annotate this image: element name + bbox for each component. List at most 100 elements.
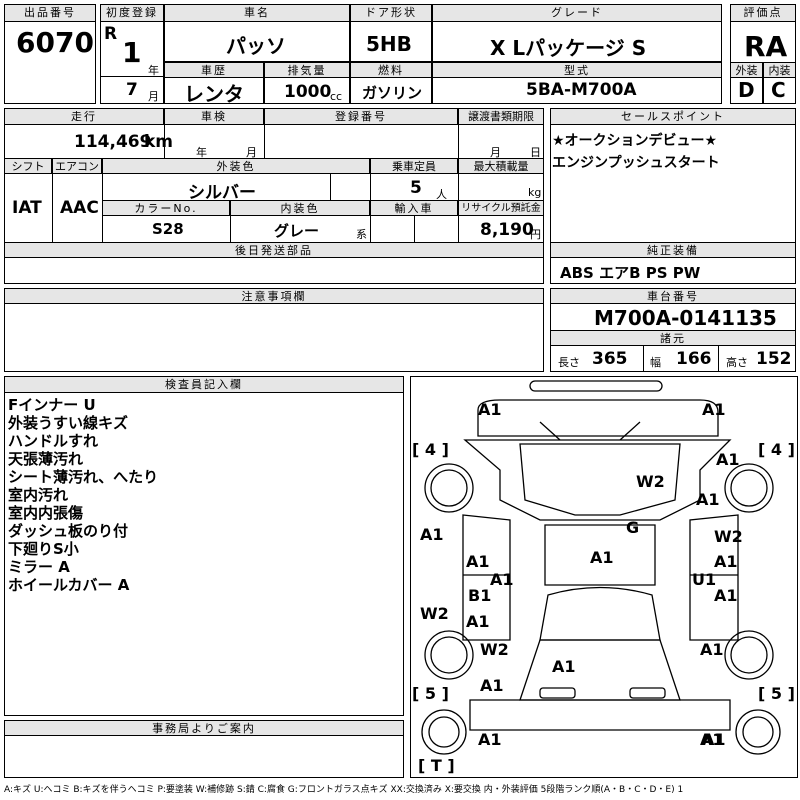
tire-fl: [ 4 ] — [412, 440, 449, 459]
legend: A:キズ U:ヘコミ B:キズを伴うヘコミ P:要塗装 W:補修跡 S:錆 C:… — [4, 785, 684, 795]
equipment-label: 純正装備 — [550, 242, 796, 258]
year-unit: 年 — [148, 64, 159, 77]
sales-point-1: ★オークションデビュー★ — [552, 133, 718, 149]
tire-rl: [ 5 ] — [412, 684, 449, 703]
load-unit: kg — [528, 186, 542, 199]
damage-mark: A1 — [716, 450, 740, 469]
damage-mark: G — [626, 518, 640, 537]
damage-mark: A1 — [478, 730, 502, 749]
damage-mark: B1 — [468, 586, 492, 605]
mileage: 114,469 — [74, 132, 152, 152]
damage-mark: U1 — [692, 570, 717, 589]
grade-label: グレード — [432, 4, 722, 22]
car-name-label: 車名 — [164, 4, 350, 22]
int-score-label: 内装 — [763, 62, 796, 78]
ext-score-label: 外装 — [730, 62, 763, 78]
damage-mark: W2 — [636, 472, 665, 491]
sales-point-label: セールスポイント — [550, 108, 796, 125]
reg-month: 7 — [126, 80, 138, 100]
chassis-label: 車台番号 — [550, 288, 796, 304]
chassis-number: M700A-0141135 — [594, 306, 777, 330]
damage-mark: W2 — [714, 527, 743, 546]
reg-year: 1 — [122, 36, 142, 69]
color-no-label: カラーNo. — [102, 200, 230, 216]
score-label: 評価点 — [730, 4, 796, 22]
ext-score: D — [738, 78, 755, 102]
displacement-label: 排気量 — [264, 62, 350, 78]
era: R — [104, 24, 118, 44]
model: 5BA-M700A — [526, 80, 637, 100]
first-reg-label: 初度登録 — [100, 4, 164, 22]
damage-mark: A1 — [700, 640, 724, 659]
damage-mark: A1 — [590, 548, 614, 567]
sales-point-2: エンジンプッシュスタート — [552, 155, 720, 171]
later-parts-label: 後日発送部品 — [4, 242, 544, 258]
grade: X Lパッケージ S — [490, 36, 647, 60]
month-unit: 月 — [148, 90, 159, 103]
tire-fr: [ 4 ] — [758, 440, 795, 459]
inspection-label: 車検 — [164, 108, 264, 125]
inspector-line: 下廻りS小 — [8, 540, 79, 558]
notes-label: 注意事項欄 — [4, 288, 544, 304]
inspector-line: ミラー A — [8, 558, 70, 576]
ac: AAC — [60, 198, 99, 218]
damage-mark: A1 — [700, 730, 724, 749]
inspector-line: ハンドルすれ — [8, 432, 99, 450]
int-color-unit: 系 — [356, 228, 367, 241]
inspector-line: シート薄汚れ、へたり — [8, 468, 159, 486]
damage-mark: A1 — [490, 570, 514, 589]
damage-mark: W2 — [480, 640, 509, 659]
inspector-line: ホイールカバー A — [8, 576, 130, 594]
door-label: ドア形状 — [350, 4, 432, 22]
damage-mark: A1 — [714, 552, 738, 571]
score: RA — [744, 30, 788, 63]
height: 152 — [756, 349, 792, 369]
width-label: 幅 — [650, 356, 661, 369]
capacity-label: 乗車定員 — [370, 158, 458, 174]
displacement-unit: cc — [330, 90, 343, 103]
damage-mark: A1 — [696, 490, 720, 509]
inspector-label: 検査員記入欄 — [4, 376, 404, 393]
history: レンタ — [184, 82, 244, 106]
damage-mark: A1 — [552, 657, 576, 676]
int-score: C — [771, 78, 786, 102]
damage-mark: A1 — [702, 400, 726, 419]
insp-year-unit: 年 — [196, 146, 207, 159]
inspector-line: 外装うすい線キズ — [8, 414, 129, 432]
load-label: 最大積載量 — [458, 158, 544, 174]
recycle-label: リサイクル預託金 — [458, 200, 544, 216]
damage-mark: A1 — [466, 612, 490, 631]
recycle-fee: 8,190 — [480, 220, 534, 240]
shift: IAT — [12, 198, 42, 218]
inspector-line: 室内汚れ — [8, 486, 69, 504]
color-no: S28 — [152, 220, 184, 238]
damage-mark: A1 — [702, 730, 726, 749]
width: 166 — [676, 349, 712, 369]
import-label: 輸入車 — [370, 200, 458, 216]
tire-rr: [ 5 ] — [758, 684, 795, 703]
car-name: パッソ — [226, 34, 286, 58]
length-label: 長さ — [558, 356, 580, 369]
damage-mark: A1 — [480, 676, 504, 695]
int-color: グレー — [274, 222, 320, 240]
int-color-label: 内装色 — [230, 200, 370, 216]
inspector-line: 室内内張傷 — [8, 504, 84, 522]
damage-mark: W2 — [420, 604, 449, 623]
damage-mark: A1 — [420, 525, 444, 544]
transfer-month-unit: 月 — [490, 146, 501, 159]
lot-number: 6070 — [16, 26, 94, 59]
length: 365 — [592, 349, 628, 369]
fuel: ガソリン — [362, 84, 423, 102]
tire-spare: [ T ] — [418, 756, 455, 775]
mileage-unit: km — [144, 132, 174, 152]
shift-label: シフト — [4, 158, 52, 174]
transfer-day-unit: 日 — [530, 146, 541, 159]
equipment: ABS エアB PS PW — [560, 264, 701, 282]
model-label: 型式 — [432, 62, 722, 78]
inspector-line: Fインナー U — [8, 396, 96, 414]
mileage-label: 走行 — [4, 108, 164, 125]
damage-diagram — [410, 376, 798, 778]
spec-label: 諸元 — [550, 330, 796, 346]
height-label: 高さ — [726, 356, 748, 369]
plate-label: 登録番号 — [264, 108, 458, 125]
